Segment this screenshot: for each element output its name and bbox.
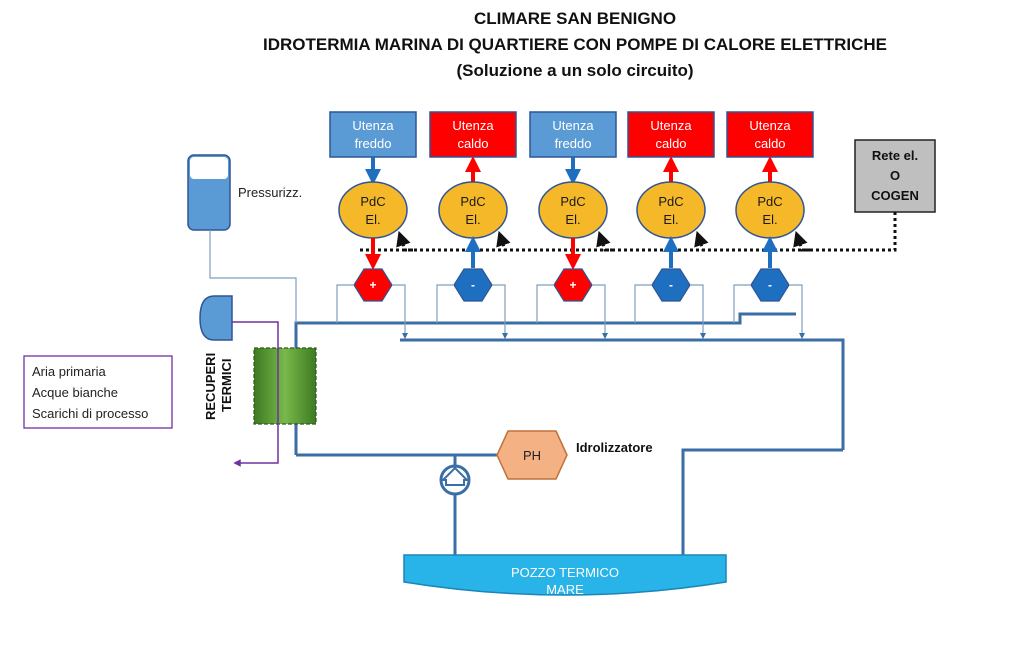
power-grid: Rete el. O COGEN xyxy=(360,139,936,252)
heat-pump-label-1: PdC xyxy=(360,194,385,209)
valve-sign: - xyxy=(768,278,772,292)
grid-label-3: COGEN xyxy=(871,188,919,203)
power-link xyxy=(496,230,513,252)
heat-exchanger xyxy=(253,347,317,425)
utenza-label-line2: freddo xyxy=(355,136,392,151)
title-line-2: IDROTERMIA MARINA DI QUARTIERE CON POMPE… xyxy=(263,35,887,54)
heat-pump-label-2: El. xyxy=(365,212,380,227)
ph-label: PH xyxy=(523,448,541,463)
pump-arrow-icon xyxy=(440,466,470,486)
recovery-dome xyxy=(199,295,233,341)
bypass-left xyxy=(536,284,554,323)
ph-unit: PH Idrolizzatore xyxy=(496,430,653,480)
pressurizer: Pressurizz. xyxy=(187,154,302,323)
bypass-right xyxy=(789,284,805,339)
utenza-label-line1: Utenza xyxy=(650,118,692,133)
heat-pump-label-1: PdC xyxy=(460,194,485,209)
heat-pump-ellipse xyxy=(338,181,408,239)
valve-sign: + xyxy=(569,278,576,292)
heat-pump-ellipse xyxy=(538,181,608,239)
valve-sign: + xyxy=(369,278,376,292)
recovery-label-1: RECUPERI xyxy=(203,353,218,420)
source-item: Scarichi di processo xyxy=(32,406,148,421)
valve-sign: - xyxy=(471,278,475,292)
heat-pump-label-2: El. xyxy=(762,212,777,227)
utenza-label-line2: caldo xyxy=(655,136,686,151)
well-basin xyxy=(403,554,727,596)
bypass-left xyxy=(634,284,652,323)
bypass-right xyxy=(392,284,408,339)
utenza-label-line1: Utenza xyxy=(749,118,791,133)
utenza-box xyxy=(329,111,417,158)
heat-pump-label-1: PdC xyxy=(560,194,585,209)
heat-pump-ellipse xyxy=(735,181,805,239)
pressurizer-air xyxy=(190,157,228,179)
heat-pump-ellipse xyxy=(636,181,706,239)
utenza-label-line1: Utenza xyxy=(352,118,394,133)
well-label-1: POZZO TERMICO xyxy=(511,565,619,580)
power-link xyxy=(793,230,810,252)
power-link xyxy=(396,230,413,252)
well-label-2: MARE xyxy=(546,582,584,597)
bypass-left xyxy=(733,284,751,323)
power-link xyxy=(694,230,711,252)
utenza-label-line2: caldo xyxy=(754,136,785,151)
bypass-left xyxy=(336,284,354,323)
sources-box: Aria primaria Acque bianche Scarichi di … xyxy=(23,355,173,429)
heat-pump-label-1: PdC xyxy=(658,194,683,209)
source-item: Acque bianche xyxy=(32,385,118,400)
utenza-label-line1: Utenza xyxy=(552,118,594,133)
bypass-right xyxy=(492,284,508,339)
heat-pump-label-1: PdC xyxy=(757,194,782,209)
utenza-label-line1: Utenza xyxy=(452,118,494,133)
sea-well: POZZO TERMICO MARE xyxy=(403,554,727,597)
heat-pump-label-2: El. xyxy=(663,212,678,227)
utenza-box xyxy=(429,111,517,158)
utenza-label-line2: freddo xyxy=(555,136,592,151)
circulation-pump xyxy=(439,464,471,496)
valve-sign: - xyxy=(669,278,673,292)
source-item: Aria primaria xyxy=(32,364,106,379)
utenza-box xyxy=(726,111,814,158)
title-line-1: CLIMARE SAN BENIGNO xyxy=(474,9,676,28)
pressurizer-label: Pressurizz. xyxy=(238,185,302,200)
title-line-3: (Soluzione a un solo circuito) xyxy=(456,61,693,80)
utenza-label-line2: caldo xyxy=(457,136,488,151)
ph-name: Idrolizzatore xyxy=(576,440,653,455)
heat-pump-ellipse xyxy=(438,181,508,239)
heat-recovery: RECUPERI TERMICI xyxy=(199,295,317,467)
bypass-right xyxy=(690,284,706,339)
manifold-pipes xyxy=(294,312,845,555)
power-link xyxy=(596,230,613,252)
bypass-right xyxy=(592,284,608,339)
recovery-label-2: TERMICI xyxy=(219,359,234,412)
bypass-left xyxy=(436,284,454,323)
user-units: UtenzafreddoPdCEl.+UtenzacaldoPdCEl.-Ute… xyxy=(329,111,814,339)
heat-pump-label-2: El. xyxy=(565,212,580,227)
ph-hexagon xyxy=(496,430,568,480)
grid-label-1: Rete el. xyxy=(872,148,918,163)
grid-label-2: O xyxy=(890,168,900,183)
heat-pump-label-2: El. xyxy=(465,212,480,227)
